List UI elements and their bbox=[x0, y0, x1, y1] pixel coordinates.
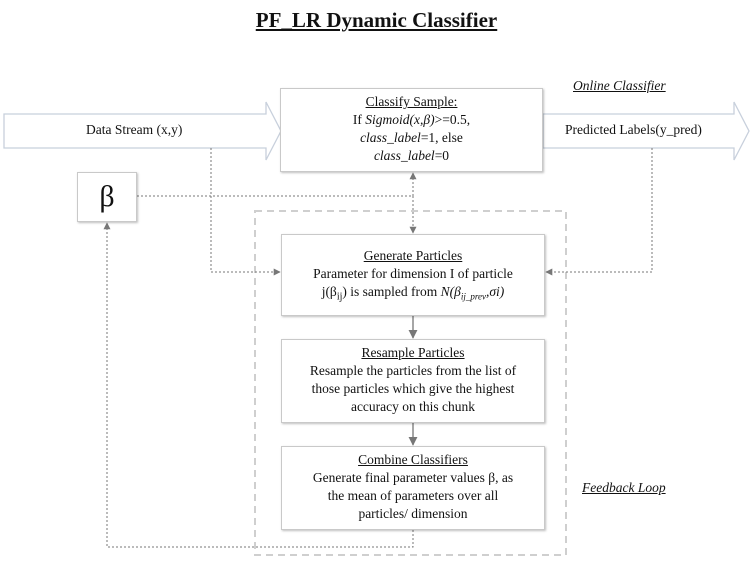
data-stream-label: Data Stream (x,y) bbox=[86, 122, 183, 137]
classify-sample-box: Classify Sample: If Sigmoid(x,β)>=0.5, c… bbox=[280, 88, 543, 172]
feedback-loop-region bbox=[254, 210, 567, 556]
resample-line-3: accuracy on this chunk bbox=[350, 399, 476, 414]
data-stream-arrow bbox=[3, 101, 282, 161]
resample-line-2: those particles which give the highest bbox=[311, 381, 515, 396]
resample-line-1: Resample the particles from the list of bbox=[309, 363, 517, 378]
generate-line-1: Parameter for dimension I of particle bbox=[313, 266, 513, 281]
combine-classifiers-box: Combine Classifiers Generate final param… bbox=[281, 446, 545, 530]
combine-classifiers-heading: Combine Classifiers bbox=[358, 452, 468, 467]
classify-line-3: class_label=0 bbox=[373, 148, 450, 163]
resample-particles-box: Resample Particles Resample the particle… bbox=[281, 339, 545, 423]
generate-line-2: j(βij) is sampled from N(βij_prev,σi) bbox=[321, 284, 505, 303]
beta-to-classify-connector bbox=[137, 172, 417, 197]
generate-particles-box: Generate Particles Parameter for dimensi… bbox=[281, 234, 545, 316]
data-stream-to-generate-connector bbox=[210, 148, 281, 276]
resample-particles-heading: Resample Particles bbox=[361, 345, 465, 360]
beta-symbol: β bbox=[99, 180, 115, 213]
classify-sample-heading: Classify Sample: bbox=[365, 94, 458, 109]
predicted-labels-label: Predicted Labels(y_pred) bbox=[565, 122, 702, 137]
combine-line-2: the mean of parameters over all bbox=[327, 488, 499, 503]
predicted-labels-arrow bbox=[542, 101, 750, 161]
combine-line-3: particles/ dimension bbox=[358, 506, 468, 521]
generate-particles-heading: Generate Particles bbox=[363, 248, 463, 263]
beta-parameter-box: β bbox=[77, 172, 137, 222]
predicted-to-generate-connector bbox=[545, 148, 653, 276]
diagram-title: PF_LR Dynamic Classifier bbox=[255, 8, 498, 32]
classify-line-1: If Sigmoid(x,β)>=0.5, bbox=[352, 112, 471, 127]
feedback-loop-label: Feedback Loop bbox=[582, 480, 666, 495]
combine-line-1: Generate final parameter values β, as bbox=[312, 470, 514, 485]
classify-line-2: class_label=1, else bbox=[360, 130, 463, 145]
online-classifier-label: Online Classifier bbox=[573, 78, 666, 93]
combine-to-beta-connector bbox=[103, 222, 414, 548]
